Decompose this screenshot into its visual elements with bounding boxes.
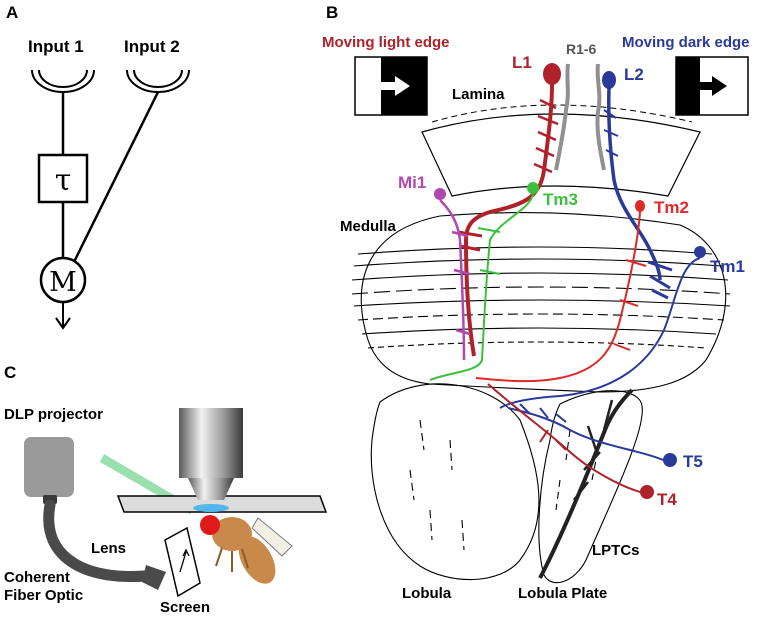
input-2-receptor-inner bbox=[133, 69, 183, 88]
output-arrow-icon bbox=[55, 317, 71, 330]
l1-label: L1 bbox=[512, 53, 532, 72]
tm2-neuron bbox=[475, 200, 647, 383]
lptcs-label: LPTCs bbox=[592, 542, 640, 559]
lobula-outline bbox=[370, 383, 540, 581]
fiber-label-line2: Fiber Optic bbox=[4, 587, 83, 604]
input-1-receptor bbox=[31, 69, 95, 93]
panel-b-letter: B bbox=[326, 3, 338, 22]
objective-lens bbox=[179, 408, 243, 478]
light-edge-stimulus bbox=[354, 56, 428, 116]
lptc-neuron bbox=[538, 388, 634, 579]
light-edge-label: Moving light edge bbox=[322, 34, 450, 51]
projector-label: DLP projector bbox=[4, 406, 103, 423]
input-2-label: Input 2 bbox=[124, 37, 180, 56]
dlp-projector bbox=[24, 437, 74, 497]
panel-c: C DLP projector Lens Coherent Fiber Opti… bbox=[4, 363, 328, 616]
screen-arrow-icon bbox=[179, 548, 190, 573]
l2-neuron bbox=[602, 71, 673, 300]
input-2-receptor bbox=[126, 69, 190, 93]
screen-label: Screen bbox=[160, 599, 210, 616]
lens-label: Lens bbox=[91, 540, 126, 557]
panel-a: A Input 1 Input 2 τ M bbox=[6, 3, 190, 330]
lamina-dash bbox=[431, 104, 693, 123]
tm3-neuron bbox=[429, 182, 539, 381]
lobula-label: Lobula bbox=[402, 585, 452, 602]
dark-edge-stimulus bbox=[675, 56, 749, 116]
delay-symbol: τ bbox=[55, 163, 72, 198]
l2-label: L2 bbox=[624, 65, 644, 84]
input-2-line bbox=[72, 91, 160, 263]
t4-neuron bbox=[487, 383, 654, 499]
mi1-neuron bbox=[434, 188, 471, 361]
l1-neuron bbox=[457, 63, 561, 357]
tm1-label: Tm1 bbox=[710, 257, 745, 276]
t5-label: T5 bbox=[683, 452, 703, 471]
delay-box bbox=[37, 153, 89, 204]
panel-b: B Moving light edge Moving dark edge Lam… bbox=[322, 3, 750, 602]
input-1-label: Input 1 bbox=[28, 37, 84, 56]
water-drop bbox=[193, 504, 229, 512]
dark-edge-label: Moving dark edge bbox=[622, 34, 750, 51]
fiber-label-line1: Coherent bbox=[4, 569, 70, 586]
tm2-label: Tm2 bbox=[654, 198, 689, 217]
panel-a-letter: A bbox=[6, 3, 18, 22]
tm1-neuron bbox=[499, 246, 706, 409]
stage-platform bbox=[116, 495, 328, 513]
r1-6-label: R1-6 bbox=[566, 41, 597, 57]
photoreceptors bbox=[554, 63, 606, 171]
objective-tip bbox=[188, 478, 234, 500]
fiber-optic-cable bbox=[43, 499, 161, 583]
mi1-label: Mi1 bbox=[398, 173, 426, 192]
fly bbox=[200, 515, 293, 584]
lptc-dendrites bbox=[573, 399, 614, 501]
lamina-outline bbox=[421, 113, 701, 197]
input-1-receptor-inner bbox=[38, 69, 88, 88]
t5-neuron bbox=[507, 403, 677, 467]
medulla-label: Medulla bbox=[340, 218, 396, 235]
lens bbox=[142, 565, 166, 590]
lobula-plate-label: Lobula Plate bbox=[518, 585, 607, 602]
lamina-label: Lamina bbox=[452, 86, 505, 103]
multiplier-symbol: M bbox=[49, 267, 77, 298]
medulla-outline bbox=[351, 212, 731, 393]
tm3-label: Tm3 bbox=[543, 190, 578, 209]
panel-c-letter: C bbox=[4, 363, 16, 382]
t4-label: T4 bbox=[657, 490, 677, 509]
